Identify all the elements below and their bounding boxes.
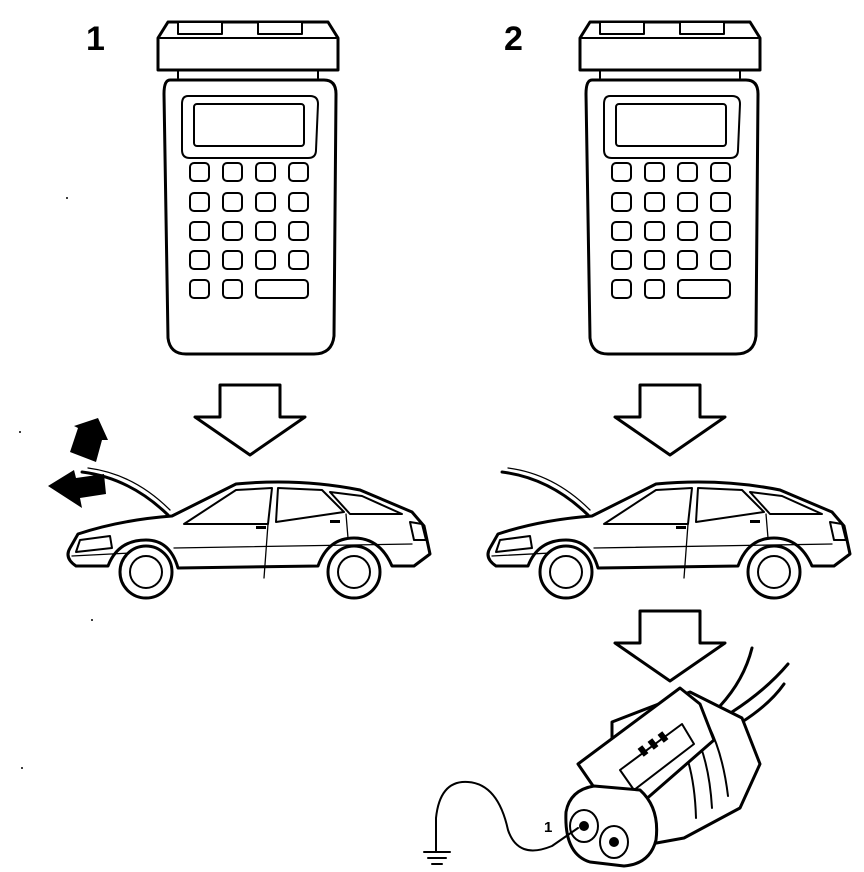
pin-callout-label: 1 (544, 819, 552, 836)
connector-plug-icon (564, 646, 790, 868)
diagnostic-tester-icon (578, 20, 762, 356)
car-hood-open-icon (486, 466, 852, 600)
down-arrow-icon (193, 383, 307, 457)
ground-lead (435, 780, 579, 853)
step-number-1: 1 (86, 20, 105, 58)
down-arrow-icon (613, 609, 727, 683)
step-2-group (486, 20, 852, 683)
diagnostic-tester-icon (156, 20, 340, 356)
step-1-group (48, 20, 432, 600)
down-arrow-icon (613, 383, 727, 457)
step-number-2: 2 (504, 20, 523, 58)
car-hood-open-icon (66, 466, 432, 600)
hood-open-close-arrows-icon (48, 418, 108, 508)
ground-symbol-icon (423, 851, 451, 865)
